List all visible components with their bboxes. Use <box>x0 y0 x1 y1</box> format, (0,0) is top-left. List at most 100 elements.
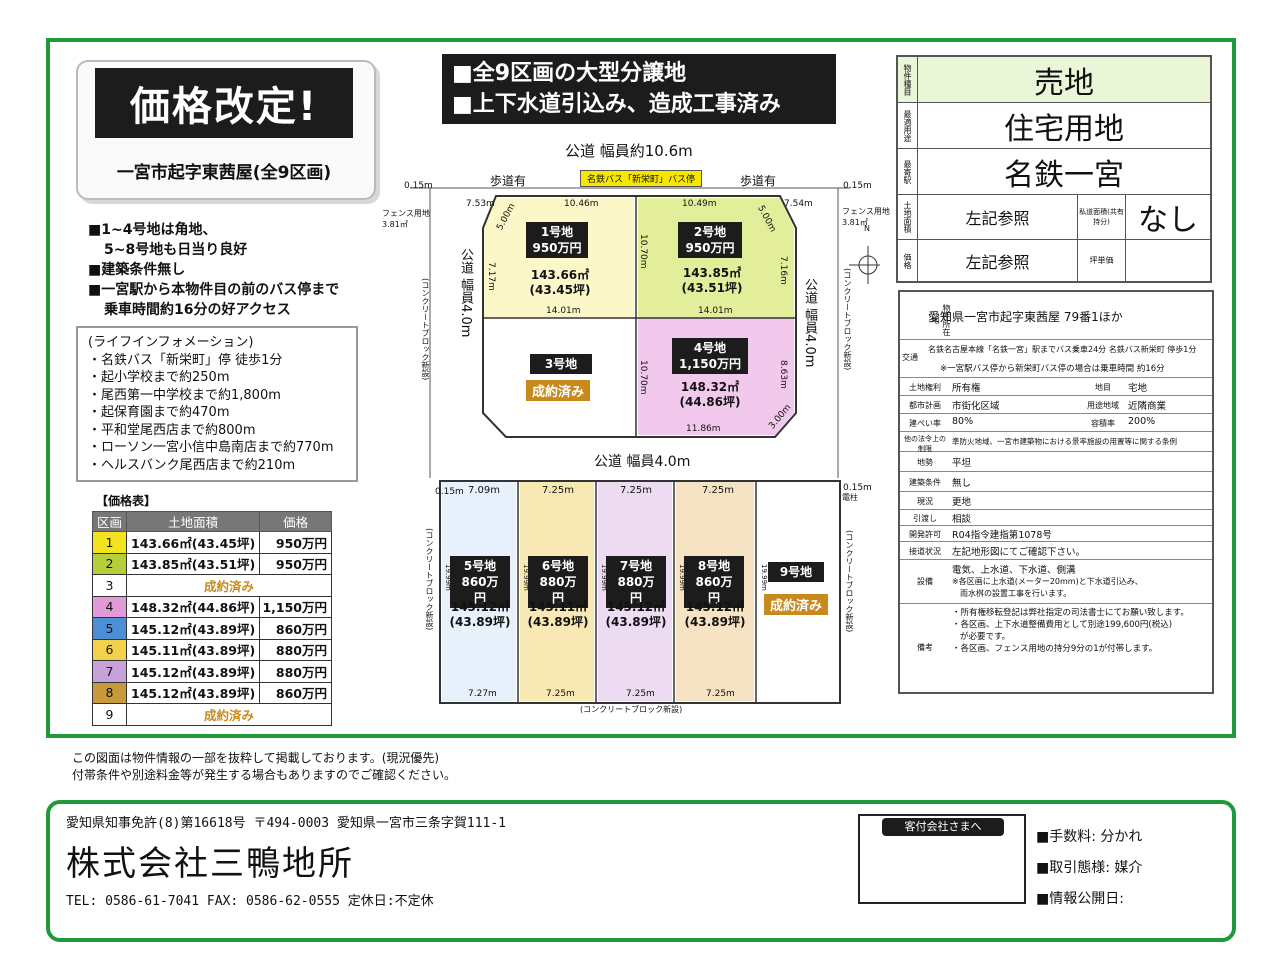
dimension-label: 10.46m <box>564 199 599 209</box>
north-label: N <box>864 224 870 233</box>
detail-value: 市街化区域 <box>952 401 1000 412</box>
block-wall-label: (コンクリートブロック新設) <box>580 705 683 714</box>
detail-row: 設備 電気、上水道、下水道、側溝 ※各区画に上水道(メーター20mm)と下水道引… <box>900 560 1212 604</box>
dimension-label: 0.15m <box>435 487 464 497</box>
land-area-cell: 145.12㎡(43.89坪) <box>125 681 261 704</box>
detail-value: 宅地 <box>1128 383 1148 394</box>
lot-5-label: 5号地 860万円 <box>450 556 510 608</box>
lot-price: 950万円 <box>685 241 735 255</box>
dimension-label: 0.15m <box>843 181 872 191</box>
fence-land-label: フェンス用地 3.81㎡ <box>382 209 430 229</box>
dimension-label: 11.86m <box>686 424 721 434</box>
site-plan-drawing <box>410 187 880 704</box>
detail-label: 備考 <box>917 643 933 652</box>
dimension-label: 10.70m <box>638 234 648 269</box>
summary-row: 最適用途 住宅用地 <box>898 103 1210 149</box>
lot-area: 143.85㎡ <box>682 266 742 280</box>
detail-row: 建ぺい率 80% 容積率 200% <box>900 414 1212 432</box>
detail-label: 土地権利 <box>909 383 941 392</box>
detail-label: 建築条件 <box>909 478 941 487</box>
life-info-item: ・ローソン一宮小信中島南店まで約770m <box>88 440 334 455</box>
detail-label: 他の法令上の制限 <box>904 435 946 453</box>
detail-value: ※各区画に上水道(メーター20mm)と下水道引込み、 <box>952 577 1143 586</box>
lot-tsubo: (43.89坪) <box>684 615 746 629</box>
lot-price: 860万円 <box>461 575 499 605</box>
dimension-label: 7.25m <box>626 689 655 699</box>
lot-name: 7号地 <box>619 559 653 573</box>
road-right-label: 公道 幅員4.0m <box>802 278 817 368</box>
price-cell: 1,150万円 <box>259 595 332 618</box>
detail-row: 建築条件 無し <box>900 472 1212 492</box>
lot-area: 145.12㎡ <box>450 600 510 614</box>
price-cell: 860万円 <box>259 681 332 704</box>
lot-6-area: 145.11㎡ (43.89坪) <box>522 600 594 630</box>
land-area-cell: 148.32㎡(44.86坪) <box>125 595 261 618</box>
lot-2-fill <box>638 198 794 318</box>
property-type: 売地 <box>1034 65 1094 101</box>
detail-value: 80% <box>952 416 974 427</box>
lot-9-label: 9号地 <box>768 562 824 582</box>
dimension-label: 0.15m <box>843 483 872 493</box>
term-line: ■取引態様: 媒介 <box>1036 860 1143 876</box>
detail-row: 地勢 平坦 <box>900 452 1212 472</box>
dimension-label: 14.01m <box>546 306 581 316</box>
price-cell: 880万円 <box>259 638 332 661</box>
feature-line: ■1~4号地は角地、 <box>88 222 217 238</box>
lot-name: 5号地 <box>463 559 497 573</box>
life-info-item: ・ヘルスバンク尾西店まで約210m <box>88 457 296 473</box>
life-info-box: (ライフインフォメーション) ・名鉄バス「新栄町」停 徒歩1分 ・起小学校まで約… <box>76 326 358 482</box>
life-info-title: (ライフインフォメーション) <box>88 335 254 350</box>
headline-line: ■全9区画の大型分譲地 <box>452 61 687 86</box>
detail-label: 物件所在地 <box>931 303 951 336</box>
traffic-value: 名鉄名古屋本線「名鉄一宮」駅までバス乗車24分 名鉄バス新栄町 停歩1分 <box>928 345 1197 354</box>
detail-row: 土地権利 所有権 地目 宅地 <box>900 378 1212 396</box>
lot-price: 950万円 <box>532 241 582 255</box>
summary-label: 最寄駅 <box>898 149 918 194</box>
disclaimer-note: この図面は物件情報の一部を抜粋して掲載しております。(現況優先) 付帯条件や別途… <box>72 750 456 784</box>
price-table-header: 区画 <box>92 511 127 532</box>
transaction-terms: ■手数料: 分かれ ■取引態様: 媒介 ■情報公開日: <box>1036 822 1142 915</box>
detail-value: 平坦 <box>952 458 972 469</box>
price-table-header: 価格 <box>259 511 332 532</box>
location-value: 愛知県一宮市起字東茜屋 79番1ほか <box>928 310 1123 324</box>
price-cell: 950万円 <box>259 552 332 575</box>
lot-tsubo: (43.51坪) <box>681 281 743 295</box>
lot-3-label: 3号地 <box>530 354 592 374</box>
dimension-label: 7.25m <box>620 485 653 496</box>
feature-line: 5~8号地も日当り良好 <box>104 242 248 258</box>
remark-line: が必要です。 <box>960 632 1011 642</box>
detail-label: 容積率 <box>1091 419 1115 428</box>
lot-name: 9号地 <box>779 565 813 579</box>
tsubo-price-value <box>1126 240 1210 281</box>
detail-label: 地勢 <box>917 458 933 467</box>
detail-label: 現況 <box>917 497 933 506</box>
lot-name: 4号地 <box>693 341 727 355</box>
lower-block-outline <box>439 480 841 704</box>
price-value: 左記参照 <box>918 240 1078 281</box>
property-subtitle: 一宮市起字東茜屋(全9区画) <box>116 163 332 183</box>
footer-frame <box>46 800 1236 942</box>
term-line: ■手数料: 分かれ <box>1036 829 1143 845</box>
road-middle-label: 公道 幅員4.0m <box>594 454 691 470</box>
price-cell: 950万円 <box>259 531 332 554</box>
land-area-cell: 145.11㎡(43.89坪) <box>125 638 261 661</box>
detail-row: 引渡し 相談 <box>900 510 1212 526</box>
property-summary-table: 物件種目 売地 最適用途 住宅用地 最寄駅 名鉄一宮 土地面積 左記参照 私道面… <box>896 55 1212 283</box>
detail-row: 現況 更地 <box>900 492 1212 510</box>
lot-4-area: 148.32㎡ (44.86坪) <box>670 380 750 410</box>
lot-area: 145.11㎡ <box>528 600 588 614</box>
detail-value: 左記地形図にてご確認下さい。 <box>952 547 1086 558</box>
lot-8-label: 8号地 860万円 <box>684 556 744 608</box>
dimension-label: 7.25m <box>702 485 735 496</box>
dimension-label: 19.99m <box>678 564 686 591</box>
detail-value: 準防火地域、一宮市建築物における景率施設の用置等に関する条例 <box>952 437 1177 446</box>
summary-row: 土地面積 左記参照 私道面積(共有持分) なし <box>898 195 1210 240</box>
headline-banner: ■全9区画の大型分譲地 ■上下水道引込み、造成工事済み <box>442 54 836 124</box>
block-wall-label: (コンクリートブロック新設) <box>425 528 434 631</box>
lot-1-area: 143.66㎡ (43.45坪) <box>520 268 600 298</box>
detail-value: 所有権 <box>952 383 981 394</box>
